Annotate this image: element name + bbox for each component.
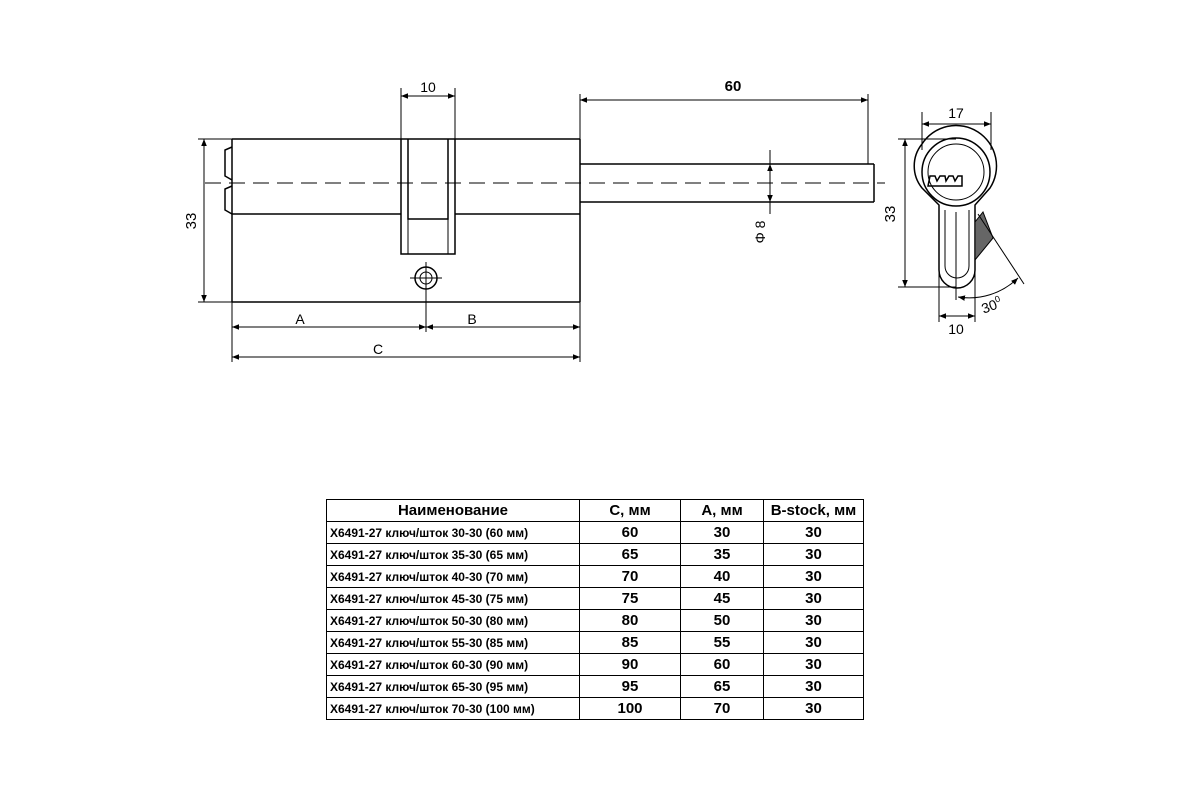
table-row: Х6491-27 ключ/шток 60-30 (90 мм) 90 60 3… — [326, 653, 864, 676]
cell-c: 75 — [579, 587, 681, 610]
spec-table: Наименование С, мм А, мм B-stock, мм Х64… — [326, 499, 864, 720]
cell-b-stock: 30 — [763, 653, 864, 676]
cell-a: 45 — [680, 587, 764, 610]
cell-a: 40 — [680, 565, 764, 588]
cell-b-stock: 30 — [763, 675, 864, 698]
cell-name: Х6491-27 ключ/шток 35-30 (65 мм) — [326, 543, 580, 566]
stem-diameter-dimension: Φ 8 — [752, 150, 773, 243]
cam-angle-label: 300 — [979, 294, 1004, 317]
cell-name: Х6491-27 ключ/шток 40-30 (70 мм) — [326, 565, 580, 588]
cell-b-stock: 30 — [763, 543, 864, 566]
table-row: Х6491-27 ключ/шток 55-30 (85 мм) 85 55 3… — [326, 631, 864, 654]
side-width-dimension: 17 — [921, 105, 992, 150]
cylinder-body — [224, 138, 581, 303]
height-dimension: 33 — [183, 138, 232, 303]
cell-c: 80 — [579, 609, 681, 632]
cell-b-stock: 30 — [763, 587, 864, 610]
cell-c: 100 — [579, 697, 681, 720]
cell-b-stock: 30 — [763, 697, 864, 720]
cell-name: Х6491-27 ключ/шток 55-30 (85 мм) — [326, 631, 580, 654]
side-width-label: 17 — [948, 105, 964, 121]
table-row: Х6491-27 ключ/шток 40-30 (70 мм) 70 40 3… — [326, 565, 864, 588]
cam-width-label: 10 — [420, 79, 436, 95]
cell-a: 65 — [680, 675, 764, 698]
side-bottom-label: 10 — [948, 321, 964, 337]
side-bottom-dimension: 10 — [938, 270, 976, 337]
side-view — [913, 124, 998, 289]
header-c: С, мм — [579, 499, 681, 522]
length-a-label: A — [295, 311, 305, 327]
cell-a: 50 — [680, 609, 764, 632]
cell-b-stock: 30 — [763, 565, 864, 588]
cell-name: Х6491-27 ключ/шток 65-30 (95 мм) — [326, 675, 580, 698]
cell-name: Х6491-27 ключ/шток 30-30 (60 мм) — [326, 521, 580, 544]
length-ab-dimension: A B — [231, 290, 581, 362]
side-height-label: 33 — [882, 206, 899, 223]
cell-c: 70 — [579, 565, 681, 588]
cell-c: 90 — [579, 653, 681, 676]
stem — [580, 163, 875, 203]
cell-a: 35 — [680, 543, 764, 566]
cell-a: 70 — [680, 697, 764, 720]
table-row: Х6491-27 ключ/шток 50-30 (80 мм) 80 50 3… — [326, 609, 864, 632]
stem-length-dimension: 60 — [579, 78, 869, 164]
table-row: Х6491-27 ключ/шток 30-30 (60 мм) 60 30 3… — [326, 521, 864, 544]
cell-c: 85 — [579, 631, 681, 654]
cell-b-stock: 30 — [763, 609, 864, 632]
table-header-row: Наименование С, мм А, мм B-stock, мм — [326, 499, 864, 522]
table-row: Х6491-27 ключ/шток 70-30 (100 мм) 100 70… — [326, 697, 864, 720]
cell-c: 95 — [579, 675, 681, 698]
cell-c: 60 — [579, 521, 681, 544]
length-c-dimension: C — [232, 341, 580, 360]
cell-a: 60 — [680, 653, 764, 676]
cell-a: 55 — [680, 631, 764, 654]
cell-name: Х6491-27 ключ/шток 50-30 (80 мм) — [326, 609, 580, 632]
cell-name: Х6491-27 ключ/шток 70-30 (100 мм) — [326, 697, 580, 720]
cam-width-dimension: 10 — [400, 79, 456, 139]
length-c-label: C — [373, 341, 383, 357]
stem-diameter-label: Φ 8 — [752, 220, 768, 243]
stem-length-label: 60 — [725, 78, 742, 95]
cell-name: Х6491-27 ключ/шток 45-30 (75 мм) — [326, 587, 580, 610]
cell-b-stock: 30 — [763, 631, 864, 654]
height-label: 33 — [183, 213, 200, 230]
table-row: Х6491-27 ключ/шток 65-30 (95 мм) 95 65 3… — [326, 675, 864, 698]
header-name: Наименование — [326, 499, 580, 522]
cell-b-stock: 30 — [763, 521, 864, 544]
side-height-dimension: 33 — [882, 138, 956, 288]
header-b-stock: B-stock, мм — [763, 499, 864, 522]
cell-c: 65 — [579, 543, 681, 566]
table-row: Х6491-27 ключ/шток 35-30 (65 мм) 65 35 3… — [326, 543, 864, 566]
table-row: Х6491-27 ключ/шток 45-30 (75 мм) 75 45 3… — [326, 587, 864, 610]
cell-name: Х6491-27 ключ/шток 60-30 (90 мм) — [326, 653, 580, 676]
lock-cylinder-drawing: 10 60 33 A B C Φ 8 — [183, 78, 1025, 362]
length-b-label: B — [467, 311, 476, 327]
cell-a: 30 — [680, 521, 764, 544]
cam-angle-dimension: 300 — [955, 212, 1025, 317]
header-a: А, мм — [680, 499, 764, 522]
